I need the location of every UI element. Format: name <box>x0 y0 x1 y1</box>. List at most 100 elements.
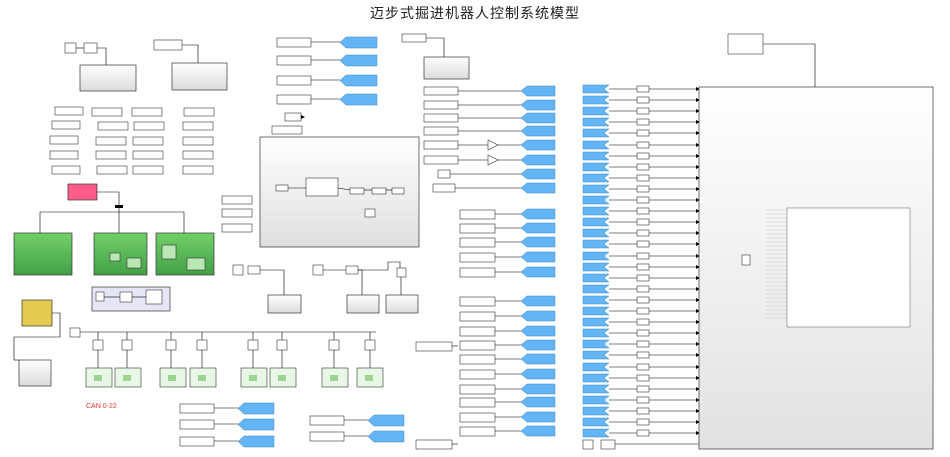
bus-selector[interactable] <box>115 205 123 208</box>
unit-delay-2[interactable] <box>396 267 407 278</box>
conversion-block-6[interactable] <box>636 152 650 160</box>
goto-signal-3[interactable] <box>339 93 378 106</box>
feedback-constant-2[interactable] <box>415 439 453 450</box>
bottom2-goto-1[interactable] <box>367 430 405 443</box>
state-goto-3[interactable] <box>520 125 556 137</box>
scope-2[interactable] <box>346 294 380 314</box>
from-tag-25[interactable] <box>582 362 610 372</box>
conversion-block-1[interactable] <box>636 96 650 104</box>
signal-constant-b-0[interactable] <box>459 296 496 307</box>
from-tag-1[interactable] <box>582 95 610 105</box>
clock-can-block[interactable] <box>69 327 81 338</box>
can-pack-block-7[interactable] <box>364 339 376 351</box>
inner-mux[interactable] <box>741 254 751 266</box>
conversion-block-10[interactable] <box>636 196 650 204</box>
bottom2-constant-0[interactable] <box>309 415 345 426</box>
inner-gain[interactable] <box>371 187 387 195</box>
switch-block[interactable] <box>432 183 456 193</box>
from-tag-18[interactable] <box>582 284 610 294</box>
signal-goto-a-4[interactable] <box>520 266 556 278</box>
signal-constant-a-0[interactable] <box>459 209 496 220</box>
constant-far-1[interactable] <box>182 121 214 131</box>
const-scope-1[interactable] <box>247 265 261 275</box>
can-inner-out[interactable] <box>145 289 163 305</box>
leg-drive-subsystem-1[interactable] <box>13 232 73 276</box>
feedback-constant-1[interactable] <box>415 341 453 352</box>
inner-sum[interactable] <box>349 187 365 195</box>
signal-constant-a-3[interactable] <box>459 252 496 263</box>
signal-goto-b-7[interactable] <box>520 396 556 408</box>
inner-block-g2[interactable] <box>109 252 121 262</box>
can-pack-block-0[interactable] <box>92 339 104 351</box>
param-constant-1[interactable] <box>221 208 253 218</box>
conversion-block-5[interactable] <box>636 141 650 149</box>
plant-inner-area[interactable] <box>786 207 911 328</box>
input-constant-0[interactable] <box>276 37 312 48</box>
conversion-block-25[interactable] <box>636 363 650 371</box>
conversion-block-23[interactable] <box>636 340 650 348</box>
can-pack-block-5[interactable] <box>276 339 288 351</box>
scope-1[interactable] <box>267 294 302 314</box>
display-subsystem-a[interactable] <box>79 64 137 92</box>
constant-left-3[interactable] <box>49 150 79 160</box>
signal-constant-b-5[interactable] <box>459 369 496 380</box>
inner-controller[interactable] <box>305 177 339 197</box>
signal-goto-a-3[interactable] <box>520 251 556 263</box>
constant-far-3[interactable] <box>182 150 214 160</box>
signal-goto-b-6[interactable] <box>520 383 556 395</box>
signal-goto-a-0[interactable] <box>520 208 556 220</box>
conversion-block-4[interactable] <box>636 129 650 137</box>
signal-constant-b-4[interactable] <box>459 354 496 365</box>
from-tag-23[interactable] <box>582 339 610 349</box>
signal-goto-b-9[interactable] <box>520 425 556 437</box>
constant-far-4[interactable] <box>182 165 214 175</box>
constant-left-1[interactable] <box>51 120 81 130</box>
bottom2-goto-0[interactable] <box>367 414 405 427</box>
from-tag-20[interactable] <box>582 306 610 316</box>
from-tag-24[interactable] <box>582 350 610 360</box>
conversion-block-0[interactable] <box>636 85 650 93</box>
from-tag-29[interactable] <box>582 406 610 416</box>
conversion-block-28[interactable] <box>636 396 650 404</box>
inner-out[interactable] <box>391 187 405 195</box>
conversion-block-31[interactable] <box>636 429 650 437</box>
from-tag-15[interactable] <box>582 251 610 261</box>
from-tag-11[interactable] <box>582 206 610 216</box>
from-tag-6[interactable] <box>582 151 610 161</box>
from-tag-10[interactable] <box>582 195 610 205</box>
constant-left-2[interactable] <box>49 135 79 145</box>
conversion-block-3[interactable] <box>636 118 650 126</box>
signal-constant-b-9[interactable] <box>459 426 496 437</box>
conversion-block-2[interactable] <box>636 107 650 115</box>
clock-main[interactable] <box>582 439 594 450</box>
conversion-block-15[interactable] <box>636 252 650 260</box>
can-inner-clock[interactable] <box>95 291 105 302</box>
sat-block[interactable] <box>437 169 451 179</box>
conversion-block-8[interactable] <box>636 174 650 182</box>
signal-constant-a-1[interactable] <box>459 223 496 234</box>
can-inner-block[interactable] <box>119 291 133 303</box>
constant-far-2[interactable] <box>182 136 214 146</box>
scope-in-block[interactable] <box>284 112 302 122</box>
state-constant-2[interactable] <box>423 113 459 123</box>
gain-0[interactable] <box>487 139 499 151</box>
control-mode-subsystem[interactable] <box>67 183 98 201</box>
sensor-subsystem[interactable] <box>423 56 470 80</box>
bottom-goto-0[interactable] <box>237 402 275 415</box>
gain-goto-1[interactable] <box>520 154 556 166</box>
switch-goto[interactable] <box>520 182 556 194</box>
conversion-block-24[interactable] <box>636 351 650 359</box>
const-main[interactable] <box>600 439 616 450</box>
from-tag-14[interactable] <box>582 239 610 249</box>
inner-delay[interactable] <box>364 208 376 218</box>
conversion-block-29[interactable] <box>636 407 650 415</box>
state-constant-3[interactable] <box>423 126 459 136</box>
from-tag-30[interactable] <box>582 417 610 427</box>
leg-drive-subsystem-2[interactable] <box>93 232 148 276</box>
state-constant-0[interactable] <box>423 86 459 96</box>
from-tag-9[interactable] <box>582 184 610 194</box>
from-tag-4[interactable] <box>582 128 610 138</box>
state-goto-1[interactable] <box>520 99 556 111</box>
from-tag-21[interactable] <box>582 317 610 327</box>
goto-signal-2[interactable] <box>339 74 378 87</box>
